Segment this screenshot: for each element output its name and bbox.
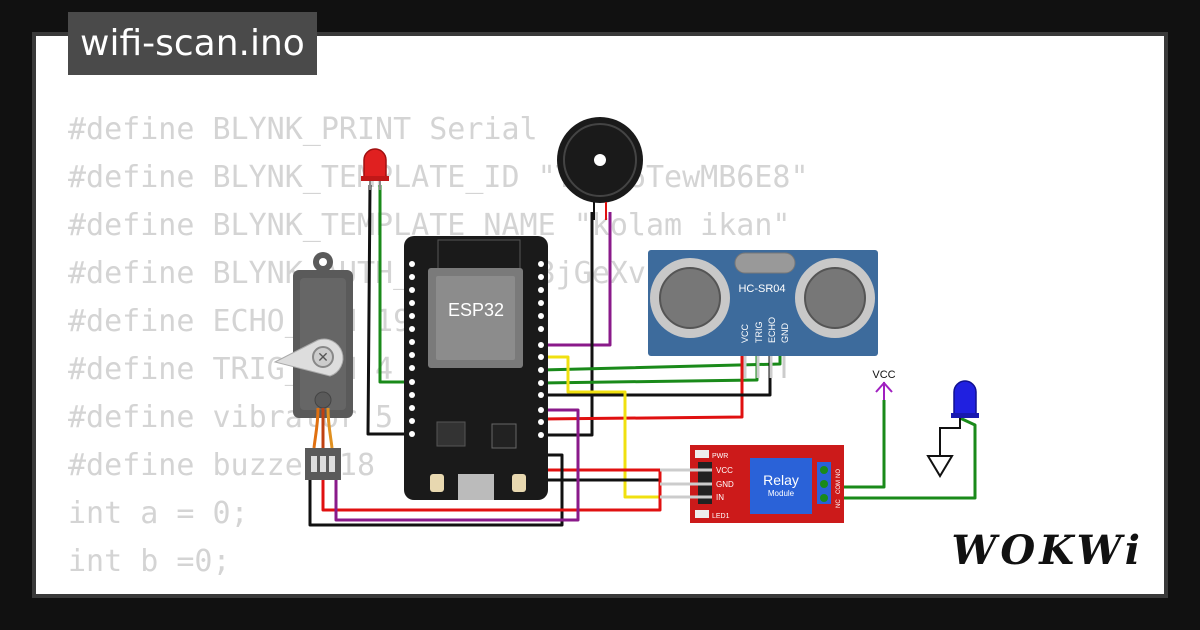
wire-purple-buzzer[interactable]	[541, 212, 612, 347]
sensor-pin-vcc: VCC	[740, 323, 750, 343]
relay-sub-label: Module	[768, 489, 795, 498]
relay-out-no: NO	[836, 469, 842, 478]
esp32-pins-left	[409, 261, 415, 437]
esp32-board[interactable]: ESP32	[404, 236, 548, 500]
relay-pins	[660, 468, 712, 499]
code-line: #define buzzer 18	[68, 448, 376, 483]
relay-out-nc: NC	[836, 499, 842, 508]
servo-motor[interactable]: ✕	[273, 252, 353, 480]
esp32-label: ESP32	[448, 300, 504, 320]
wire-green-led-blue[interactable]	[828, 416, 977, 500]
sensor-pin-gnd: GND	[780, 323, 790, 344]
relay-pin-in: IN	[716, 493, 724, 502]
relay-out-labels: NC COM NO	[836, 469, 842, 508]
code-line: int jarakAir = 25	[68, 586, 881, 594]
relay-led-label: LED1	[712, 513, 730, 520]
code-line: #define BLYNK_PRINT Serial	[68, 112, 538, 147]
relay-pin-vcc: VCC	[716, 466, 733, 475]
ultrasonic-sensor[interactable]: HC-SR04 VCC TRIG ECHO GND	[648, 250, 878, 378]
relay-label: Relay	[763, 472, 799, 488]
code-line: int b =0;	[68, 544, 231, 579]
relay-pin-labels: VCC GND IN	[716, 466, 734, 502]
wire-black-servo[interactable]	[308, 453, 564, 527]
red-led[interactable]	[361, 148, 389, 190]
wire-purple-servo[interactable]	[334, 408, 580, 522]
sensor-pin-trig: TRIG	[754, 322, 764, 344]
esp32-pins-right	[538, 261, 544, 438]
wire-black-buzzer[interactable]	[541, 212, 594, 437]
svg-text:✕: ✕	[317, 350, 329, 366]
wire-black-led[interactable]	[366, 184, 412, 436]
blue-led[interactable]	[939, 380, 979, 456]
wire-yellow-relay[interactable]	[541, 355, 712, 499]
wire-green-vcc[interactable]	[828, 400, 886, 489]
relay-pwr-label: PWR	[712, 453, 728, 460]
wire-red-sensor[interactable]	[540, 348, 744, 421]
wire-green-led[interactable]	[378, 185, 412, 384]
wire-red-servo[interactable]	[321, 470, 662, 512]
vcc-label: VCC	[872, 369, 895, 381]
buzzer[interactable]	[557, 117, 643, 220]
sensor-pin-labels: VCC TRIG ECHO GND	[740, 317, 790, 343]
sensor-pins	[743, 356, 786, 378]
file-title: wifi-scan.ino	[68, 12, 317, 75]
ground-symbol	[926, 455, 954, 478]
relay-module[interactable]: PWR LED1 VCC GND IN Relay Module NC COM …	[660, 445, 844, 523]
sensor-label: HC-SR04	[738, 283, 785, 295]
sensor-pin-echo: ECHO	[767, 317, 777, 343]
wokwi-logo: WOKWi	[951, 527, 1144, 574]
vcc-terminal[interactable]: VCC	[872, 369, 896, 400]
relay-pin-gnd: GND	[716, 480, 734, 489]
relay-out-com: COM	[836, 480, 842, 494]
code-line: int a = 0;	[68, 496, 249, 531]
